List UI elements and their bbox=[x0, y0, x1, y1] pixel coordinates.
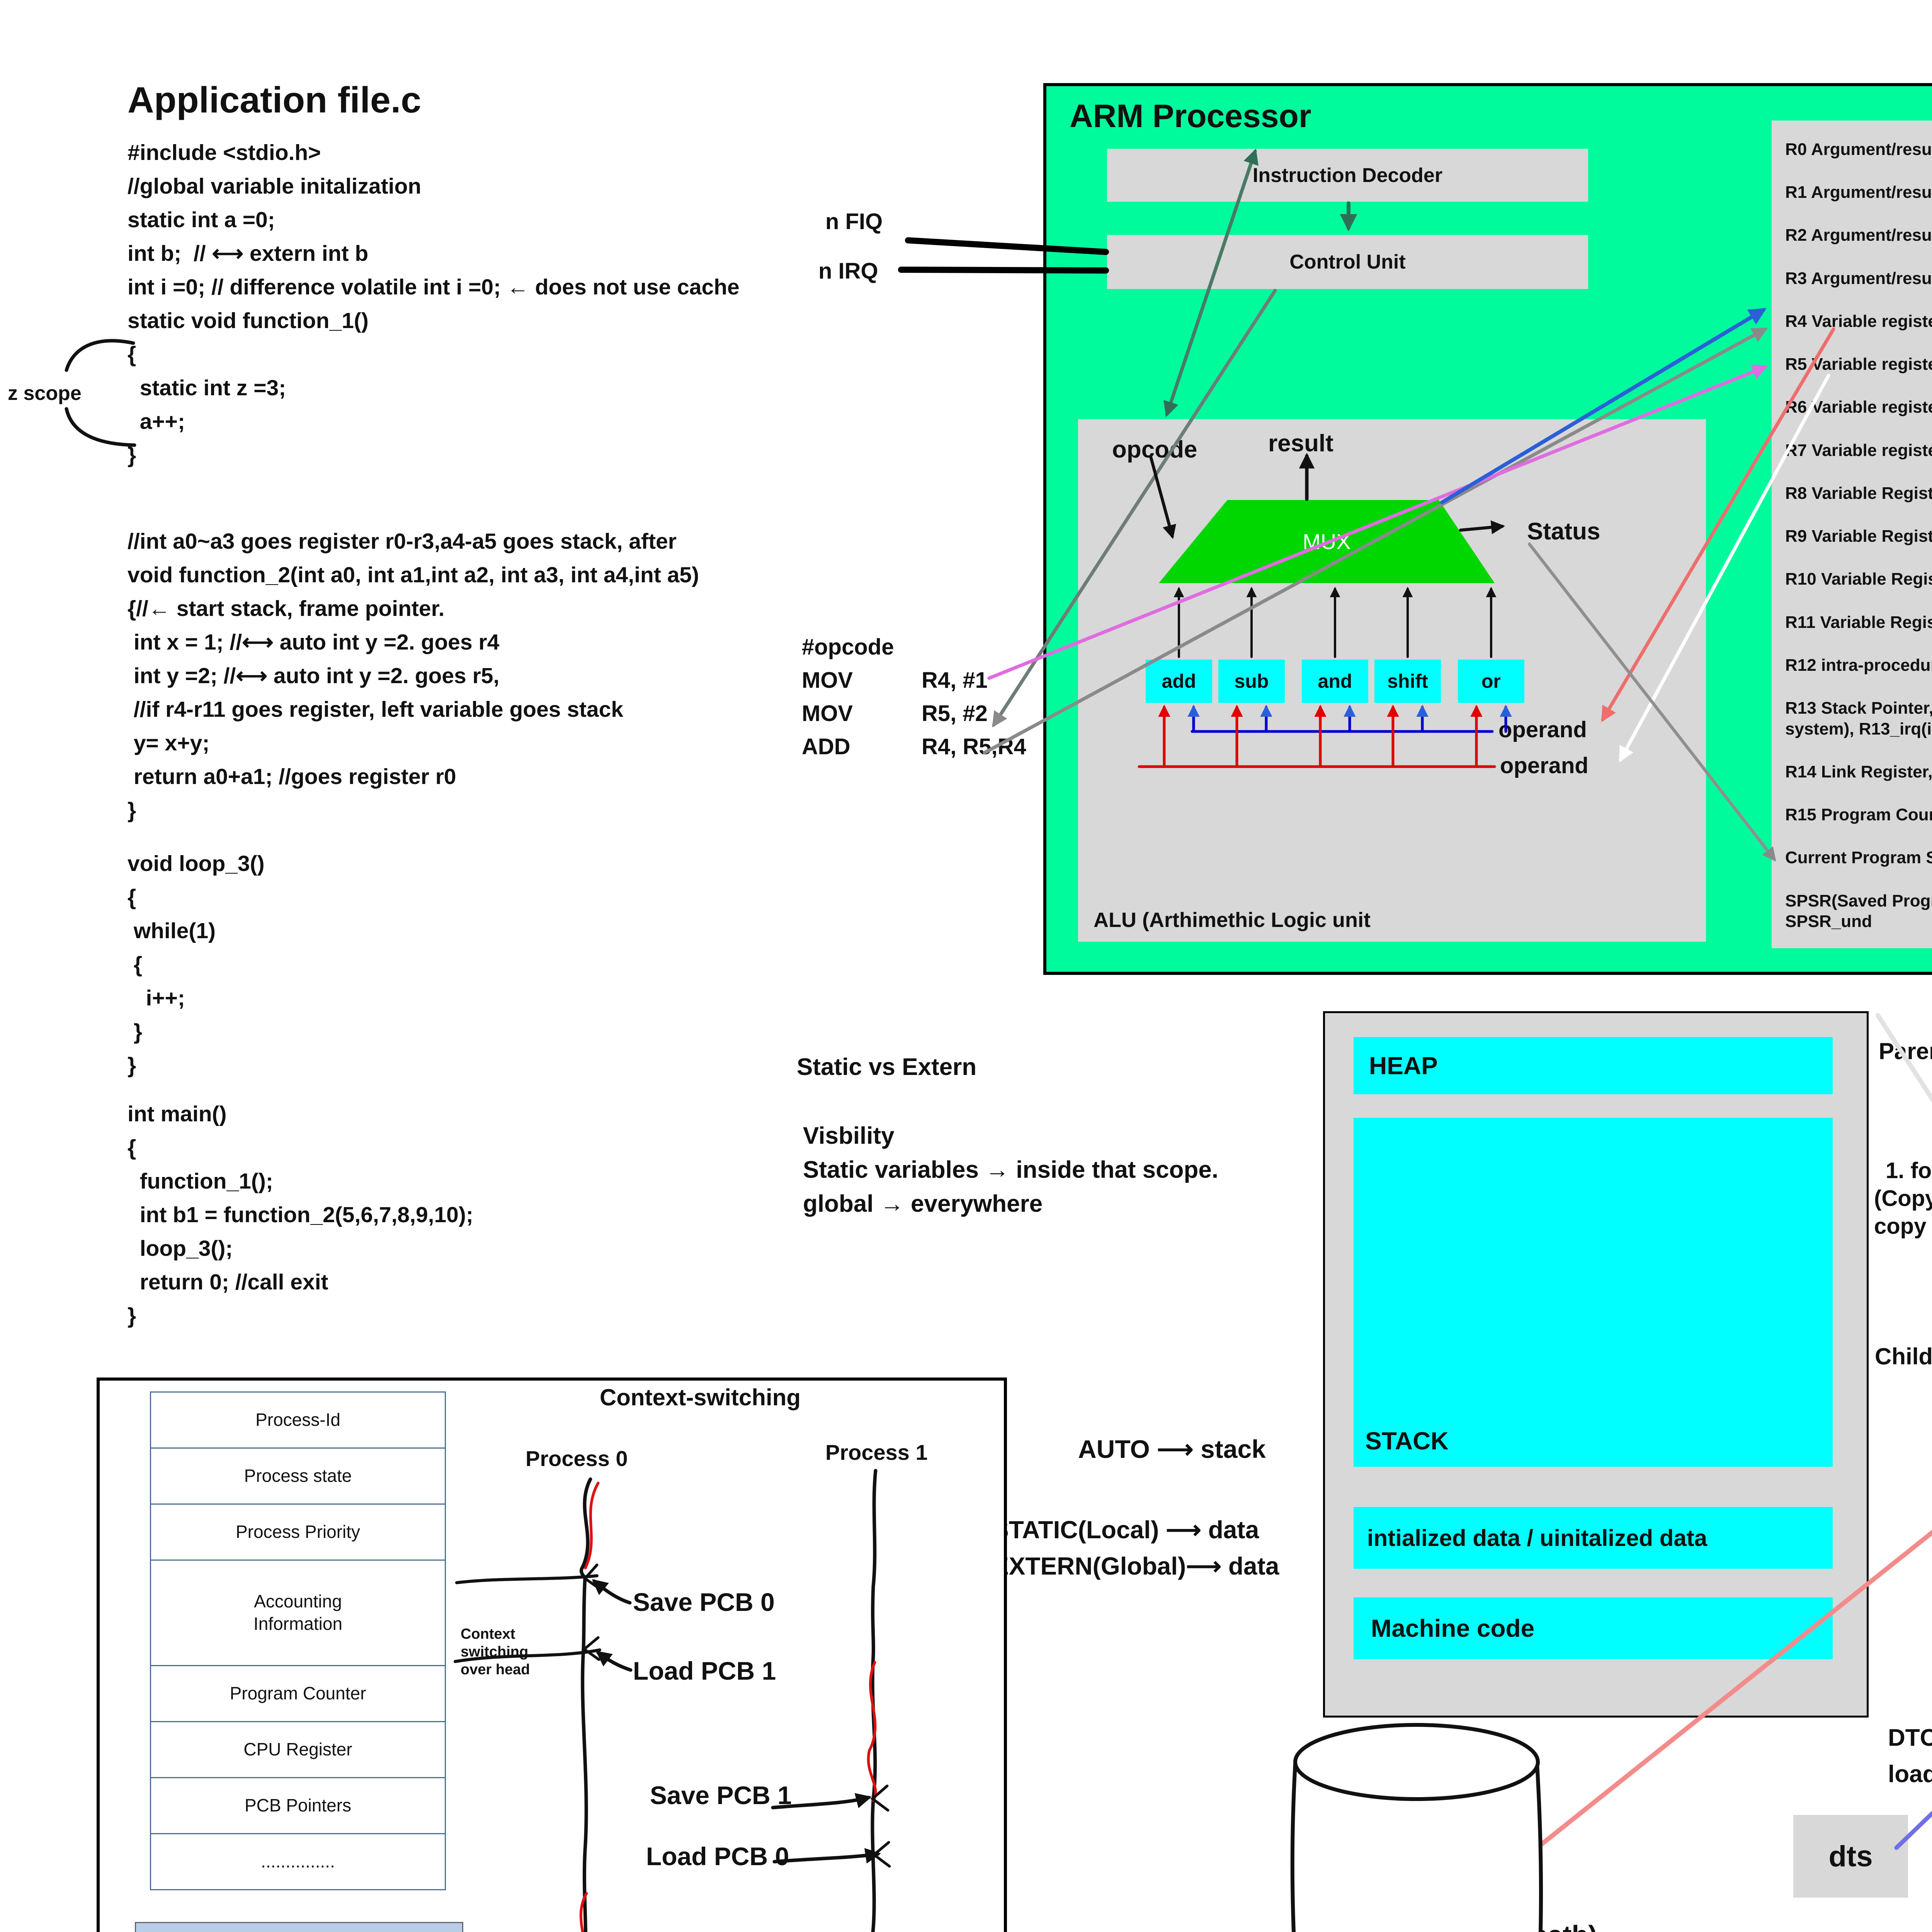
register-row: R1 Argument/result/scratch register 2 bbox=[1785, 183, 1932, 202]
register-list: R0 Argument/result/scratch register 1 R1… bbox=[1772, 121, 1932, 948]
alu-op-add: add bbox=[1146, 660, 1212, 703]
save-pcb0-label: Save PCB 0 bbox=[633, 1588, 775, 1616]
save-pcb1-label: Save PCB 1 bbox=[650, 1781, 792, 1810]
static-vs-extern: Static vs Extern bbox=[797, 1054, 977, 1080]
process0-label: Process 0 bbox=[526, 1446, 628, 1471]
data-block: intialized data / uinitalized data bbox=[1354, 1507, 1833, 1569]
dts-box: dts bbox=[1793, 1815, 1908, 1898]
register-row: R5 Variable register 2 bbox=[1785, 355, 1932, 374]
status-label: Status bbox=[1527, 518, 1600, 545]
stack-block: STACK bbox=[1354, 1118, 1833, 1467]
register-row: R10 Variable Register 7, R10_fiq bbox=[1785, 570, 1932, 589]
fork-label-3: copy page table) bbox=[1874, 1214, 1932, 1239]
pcb-table: Process-Id Process state Process Priorit… bbox=[150, 1391, 446, 1890]
register-row: R3 Argument/result/scratch register 4 bbox=[1785, 269, 1932, 288]
register-row: SPSR(Saved Program Status Register)_fiq,… bbox=[1785, 891, 1932, 931]
disk-label: DISK bbox=[1338, 1821, 1412, 1855]
register-row: R13 Stack Pointer, R13_fiq, R13_svc(A pr… bbox=[1785, 699, 1932, 738]
register-row: R11 Variable Register 8, R11_fiq bbox=[1785, 612, 1932, 632]
context-switching-title: Context-switching bbox=[600, 1384, 801, 1410]
auto-note: AUTO ⟶ stack bbox=[1078, 1435, 1266, 1463]
alu-op-and: and bbox=[1302, 660, 1368, 703]
register-row: R7 Variable register 4 bbox=[1785, 440, 1932, 460]
operand-label-2: operand bbox=[1500, 753, 1588, 778]
static-note: STATIC(Local) ⟶ data bbox=[992, 1516, 1259, 1544]
register-row: R15 Program Counter bbox=[1785, 805, 1932, 825]
pcb-row: Program Counter bbox=[150, 1665, 446, 1722]
exec-label: 2. exec(file path) bbox=[1385, 1920, 1597, 1932]
register-row: R8 Variable Register 5, R8_fiq(Fast inte… bbox=[1785, 483, 1932, 503]
dtc-compile-label-2: load bbox=[1888, 1761, 1932, 1787]
pcb-label-box: Process Control Block bbox=[135, 1922, 463, 1932]
control-unit-box: Control Unit bbox=[1107, 235, 1588, 289]
register-row: R6 Variable register 3 bbox=[1785, 398, 1932, 417]
code-block-main: int main() { function_1(); int b1 = func… bbox=[128, 1102, 473, 1328]
register-row: R9 Variable Register 6, R9_fiq bbox=[1785, 527, 1932, 546]
load-pcb0-label: Load PCB 0 bbox=[646, 1842, 789, 1871]
machine-code-block: Machine code bbox=[1354, 1597, 1833, 1659]
alu-op-or: or bbox=[1458, 660, 1524, 703]
extern-note: EXTERN(Global)⟶ data bbox=[992, 1552, 1279, 1580]
nirq-label: n IRQ bbox=[818, 259, 878, 284]
fork-label-1: 1. fork bbox=[1886, 1158, 1932, 1183]
pcb-row: Accounting Information bbox=[150, 1560, 446, 1666]
register-row: R12 intra-procedure-call scratch registe… bbox=[1785, 655, 1932, 675]
pcb-row: Process state bbox=[150, 1447, 446, 1505]
parents-process-label: Parent's Process bbox=[1879, 1038, 1932, 1064]
page-title: Application file.c bbox=[128, 80, 422, 121]
operand-label-1: operand bbox=[1498, 717, 1587, 742]
code-block-function2: //int a0~a3 goes register r0-r3,a4-a5 go… bbox=[128, 529, 699, 823]
register-row: R2 Argument/result/scratch register 3 bbox=[1785, 226, 1932, 245]
disk-cylinder bbox=[1290, 1723, 1543, 1932]
alu-op-shift: shift bbox=[1374, 660, 1441, 703]
fork-label-2: (Copy parent's PCB, bbox=[1874, 1186, 1932, 1211]
overhead-note: Context switching over head bbox=[461, 1626, 530, 1678]
pcb-row: Process-Id bbox=[150, 1391, 446, 1449]
register-row: R4 Variable register 1 bbox=[1785, 311, 1932, 331]
child-process-label: Child Process bbox=[1875, 1344, 1932, 1369]
opcode-label: opcode bbox=[1112, 436, 1197, 463]
pcb-row: PCB Pointers bbox=[150, 1777, 446, 1834]
arm-title: ARM Processor bbox=[1070, 98, 1311, 134]
visibility-note: Visbility Static variables → inside that… bbox=[803, 1122, 1219, 1217]
pcb-row: Process Priority bbox=[150, 1503, 446, 1561]
dtc-compile-label-1: DTC Compile bbox=[1888, 1725, 1932, 1751]
load-pcb1-label: Load PCB 1 bbox=[633, 1656, 776, 1685]
register-row: R14 Link Register, R14_fiq, R14_svc, R14… bbox=[1785, 762, 1932, 781]
z-scope-label: z scope bbox=[8, 382, 82, 405]
heap-block: HEAP bbox=[1354, 1037, 1833, 1094]
code-block-loop3: void loop_3() { while(1) { i++; } } bbox=[128, 851, 265, 1078]
process1-label: Process 1 bbox=[825, 1440, 928, 1464]
opcode-header: #opcode bbox=[802, 634, 894, 660]
code-block-globals: #include <stdio.h> //global variable ini… bbox=[128, 140, 740, 468]
alu-op-sub: sub bbox=[1218, 660, 1285, 703]
result-label: result bbox=[1268, 430, 1333, 457]
register-row: Current Program Status and Flags Registe… bbox=[1785, 848, 1932, 867]
pcb-row: CPU Register bbox=[150, 1721, 446, 1778]
register-row: R0 Argument/result/scratch register 1 bbox=[1785, 140, 1932, 159]
pcb-row: ............... bbox=[150, 1833, 446, 1890]
nfiq-label: n FIQ bbox=[825, 209, 883, 234]
alu-label: ALU (Arthimethic Logic unit bbox=[1094, 908, 1371, 932]
instruction-decoder-box: Instruction Decoder bbox=[1107, 149, 1588, 202]
